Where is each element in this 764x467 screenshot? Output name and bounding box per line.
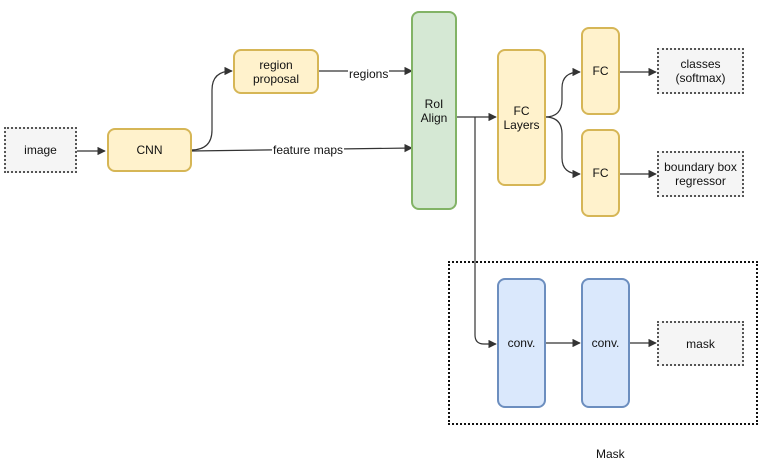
edge-cnn-region-proposal bbox=[190, 66, 233, 151]
region-proposal-node: region proposal bbox=[233, 49, 319, 94]
bbox-regressor-node: boundary box regressor bbox=[657, 151, 744, 197]
edge-roi-conv1 bbox=[474, 117, 497, 349]
roi-align-node: RoI Align bbox=[411, 11, 457, 210]
image-node: image bbox=[4, 127, 77, 173]
fc-bottom-node: FC bbox=[581, 129, 620, 217]
feature-maps-edge-label: feature maps bbox=[272, 143, 345, 157]
conv1-node: conv. bbox=[497, 278, 546, 408]
regions-edge-label: regions bbox=[348, 67, 390, 81]
edge-fc-layers-fc-bottom bbox=[544, 116, 581, 179]
mask-node: mask bbox=[657, 321, 744, 366]
fc-top-node: FC bbox=[581, 27, 620, 115]
edge-fc-layers-fc-top bbox=[544, 67, 581, 118]
classes-node: classes (softmax) bbox=[657, 48, 744, 94]
fc-layers-node: FC Layers bbox=[497, 49, 546, 186]
cnn-node: CNN bbox=[107, 128, 192, 172]
conv2-node: conv. bbox=[581, 278, 630, 408]
mask-branch-frame bbox=[448, 261, 758, 425]
mask-caption: Mask bbox=[596, 447, 625, 461]
